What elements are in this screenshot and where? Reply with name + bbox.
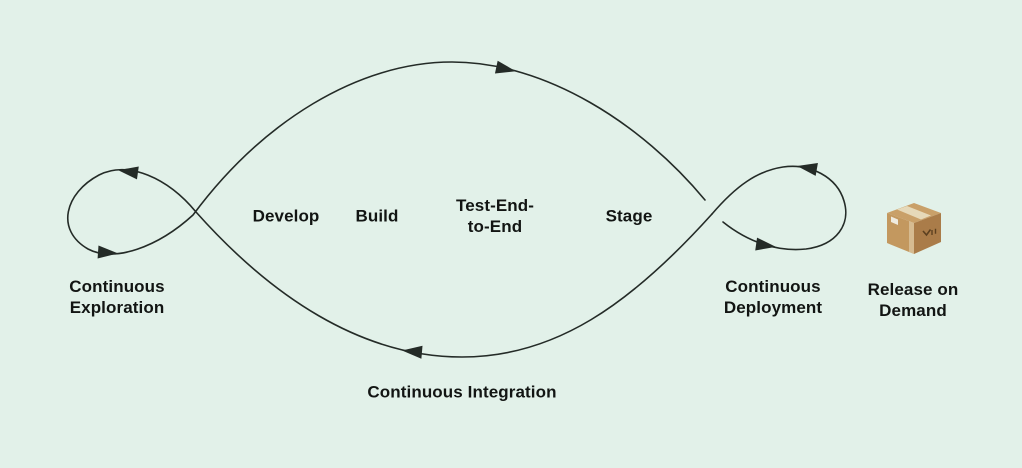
release-on-demand-label: Release on Demand: [868, 279, 959, 321]
continuous-deployment-line1: Continuous: [725, 277, 821, 296]
arrow-exploration-bottom-icon: [97, 245, 118, 259]
arrow-deployment-top-icon: [797, 163, 818, 176]
stage-test-line1: Test-End-: [455, 196, 535, 215]
stage-stage-label: Stage: [605, 206, 653, 226]
continuous-exploration-label: Continuous Exploration: [69, 276, 164, 318]
arrow-deployment-bottom-icon: [755, 237, 776, 251]
package-icon: [887, 203, 941, 254]
continuous-deployment-line2: Deployment: [723, 298, 823, 317]
continuous-integration-label: Continuous Integration: [367, 382, 557, 402]
release-on-demand-line2: Demand: [879, 301, 947, 320]
arrow-top-arc-icon: [494, 60, 516, 74]
stage-test-line2: to-End: [467, 217, 523, 236]
release-on-demand-line1: Release on: [867, 280, 959, 299]
continuous-deployment-label: Continuous Deployment: [724, 276, 822, 318]
main-infinity-curve: [67, 61, 713, 358]
arrow-exploration-top-icon: [118, 166, 139, 180]
continuous-exploration-line2: Exploration: [69, 298, 165, 317]
stage-develop-label: Develop: [252, 206, 320, 226]
deployment-loop-curve: [711, 165, 847, 251]
continuous-exploration-line1: Continuous: [69, 277, 165, 296]
stage-test-end-to-end-label: Test-End- to-End: [456, 195, 534, 237]
arrow-bottom-arc-icon: [402, 345, 423, 359]
stage-build-label: Build: [355, 206, 399, 226]
